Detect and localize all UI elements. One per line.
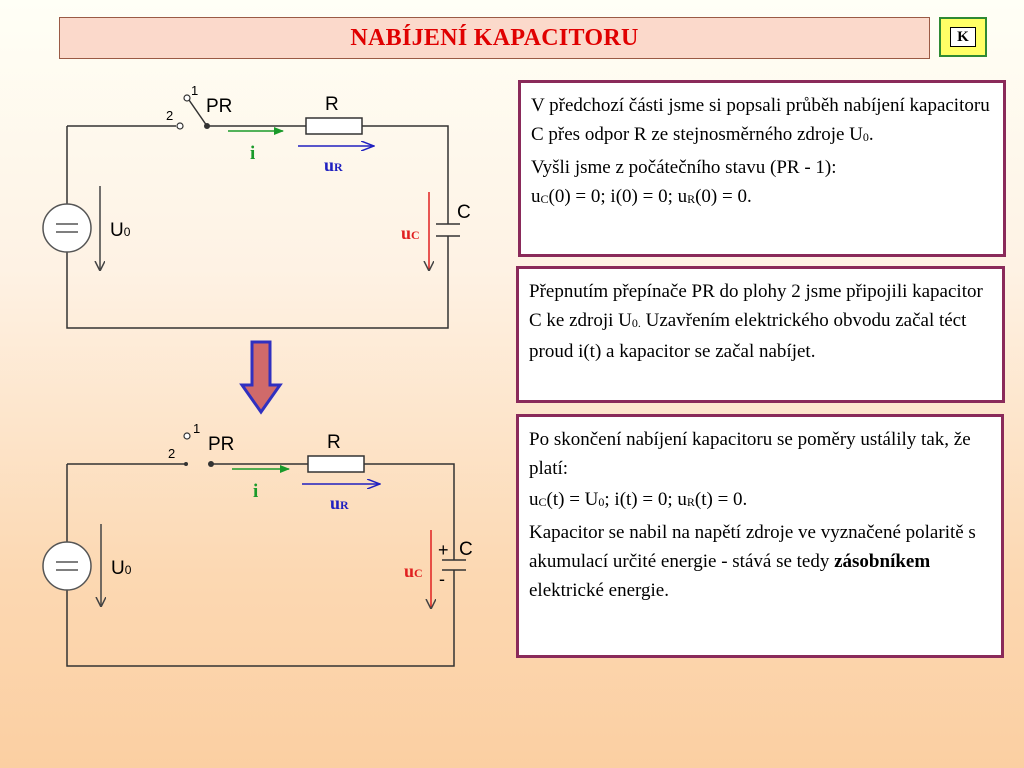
ur-label: u bbox=[324, 155, 334, 175]
circuit-diagrams: PR 1 2 R i uR U0 C uC PR 1 2 R bbox=[42, 83, 473, 667]
dc-source-top bbox=[42, 203, 92, 253]
wire-bottom bbox=[66, 463, 455, 667]
circuit-top: PR 1 2 R i uR U0 C uC bbox=[42, 83, 471, 329]
page-title: NABÍJENÍ KAPACITORU bbox=[350, 24, 639, 51]
switch-label: PR bbox=[208, 434, 234, 455]
u0-label: U bbox=[111, 558, 125, 579]
text-box-switching: Přepnutím přepínače PR do plohy 2 jsme p… bbox=[516, 266, 1005, 403]
text-box-steady-state: Po skončení nabíjení kapacitoru se poměr… bbox=[516, 414, 1004, 658]
k-nav-button[interactable]: K bbox=[939, 17, 987, 57]
switch-contact-2 bbox=[184, 462, 188, 466]
paragraph: uC(t) = U0; i(t) = 0; uR(t) = 0. bbox=[529, 489, 748, 510]
uc-sub: C bbox=[411, 228, 420, 242]
ur-sub: R bbox=[340, 498, 349, 512]
svg-text:uR: uR bbox=[330, 493, 349, 513]
switch-contact-1 bbox=[183, 94, 191, 102]
u0-sub: 0 bbox=[124, 225, 131, 239]
resistor-top bbox=[305, 117, 363, 135]
u0-sub: 0 bbox=[125, 563, 132, 577]
uc-label: u bbox=[404, 561, 414, 581]
switch-lever bbox=[188, 99, 208, 127]
paragraph: Přepnutím přepínače PR do plohy 2 jsme p… bbox=[529, 281, 983, 362]
cap-plus-sign: + bbox=[438, 540, 449, 560]
switch-contact-1 bbox=[183, 432, 191, 440]
paragraph: Po skončení nabíjení kapacitoru se poměr… bbox=[529, 429, 971, 479]
svg-text:U0: U0 bbox=[111, 558, 132, 579]
svg-text:uC: uC bbox=[401, 223, 420, 243]
uc-sub: C bbox=[414, 566, 423, 580]
svg-text:U0: U0 bbox=[110, 220, 131, 241]
switch-pos-1: 1 bbox=[193, 421, 200, 436]
switch-label: PR bbox=[206, 96, 232, 117]
paragraph: Vyšli jsme z počátečního stavu (PR - 1):… bbox=[531, 157, 837, 207]
resistor-label: R bbox=[325, 94, 339, 115]
cap-minus-sign: - bbox=[439, 569, 445, 589]
cap-label: C bbox=[457, 202, 471, 223]
circuit-bottom: PR 1 2 R i uR U0 C + - uC bbox=[42, 421, 473, 667]
cap-label: C bbox=[459, 539, 473, 560]
dc-source-bottom bbox=[42, 541, 92, 591]
switch-pos-1: 1 bbox=[191, 83, 198, 98]
u0-label: U bbox=[110, 220, 124, 241]
svg-text:uC: uC bbox=[404, 561, 423, 581]
wire-top bbox=[66, 125, 449, 329]
uc-label: u bbox=[401, 223, 411, 243]
switch-pivot bbox=[208, 461, 214, 467]
title-bar: NABÍJENÍ KAPACITORU bbox=[59, 17, 930, 59]
current-label: i bbox=[253, 481, 258, 502]
ur-sub: R bbox=[334, 160, 343, 174]
paragraph: V předchozí části jsme si popsali průběh… bbox=[531, 95, 990, 145]
k-nav-label: K bbox=[950, 27, 976, 47]
paragraph: Kapacitor se nabil na napětí zdroje ve v… bbox=[529, 522, 976, 601]
resistor-label: R bbox=[327, 432, 341, 453]
svg-text:uR: uR bbox=[324, 155, 343, 175]
ur-label: u bbox=[330, 493, 340, 513]
switch-pos-2: 2 bbox=[166, 108, 173, 123]
current-label: i bbox=[250, 143, 255, 164]
text-box-initial-state: V předchozí části jsme si popsali průběh… bbox=[518, 80, 1006, 257]
switch-pos-2: 2 bbox=[168, 446, 175, 461]
switch-contact-2 bbox=[176, 122, 184, 130]
resistor-bottom bbox=[307, 455, 365, 473]
transition-down-arrow bbox=[239, 340, 283, 415]
